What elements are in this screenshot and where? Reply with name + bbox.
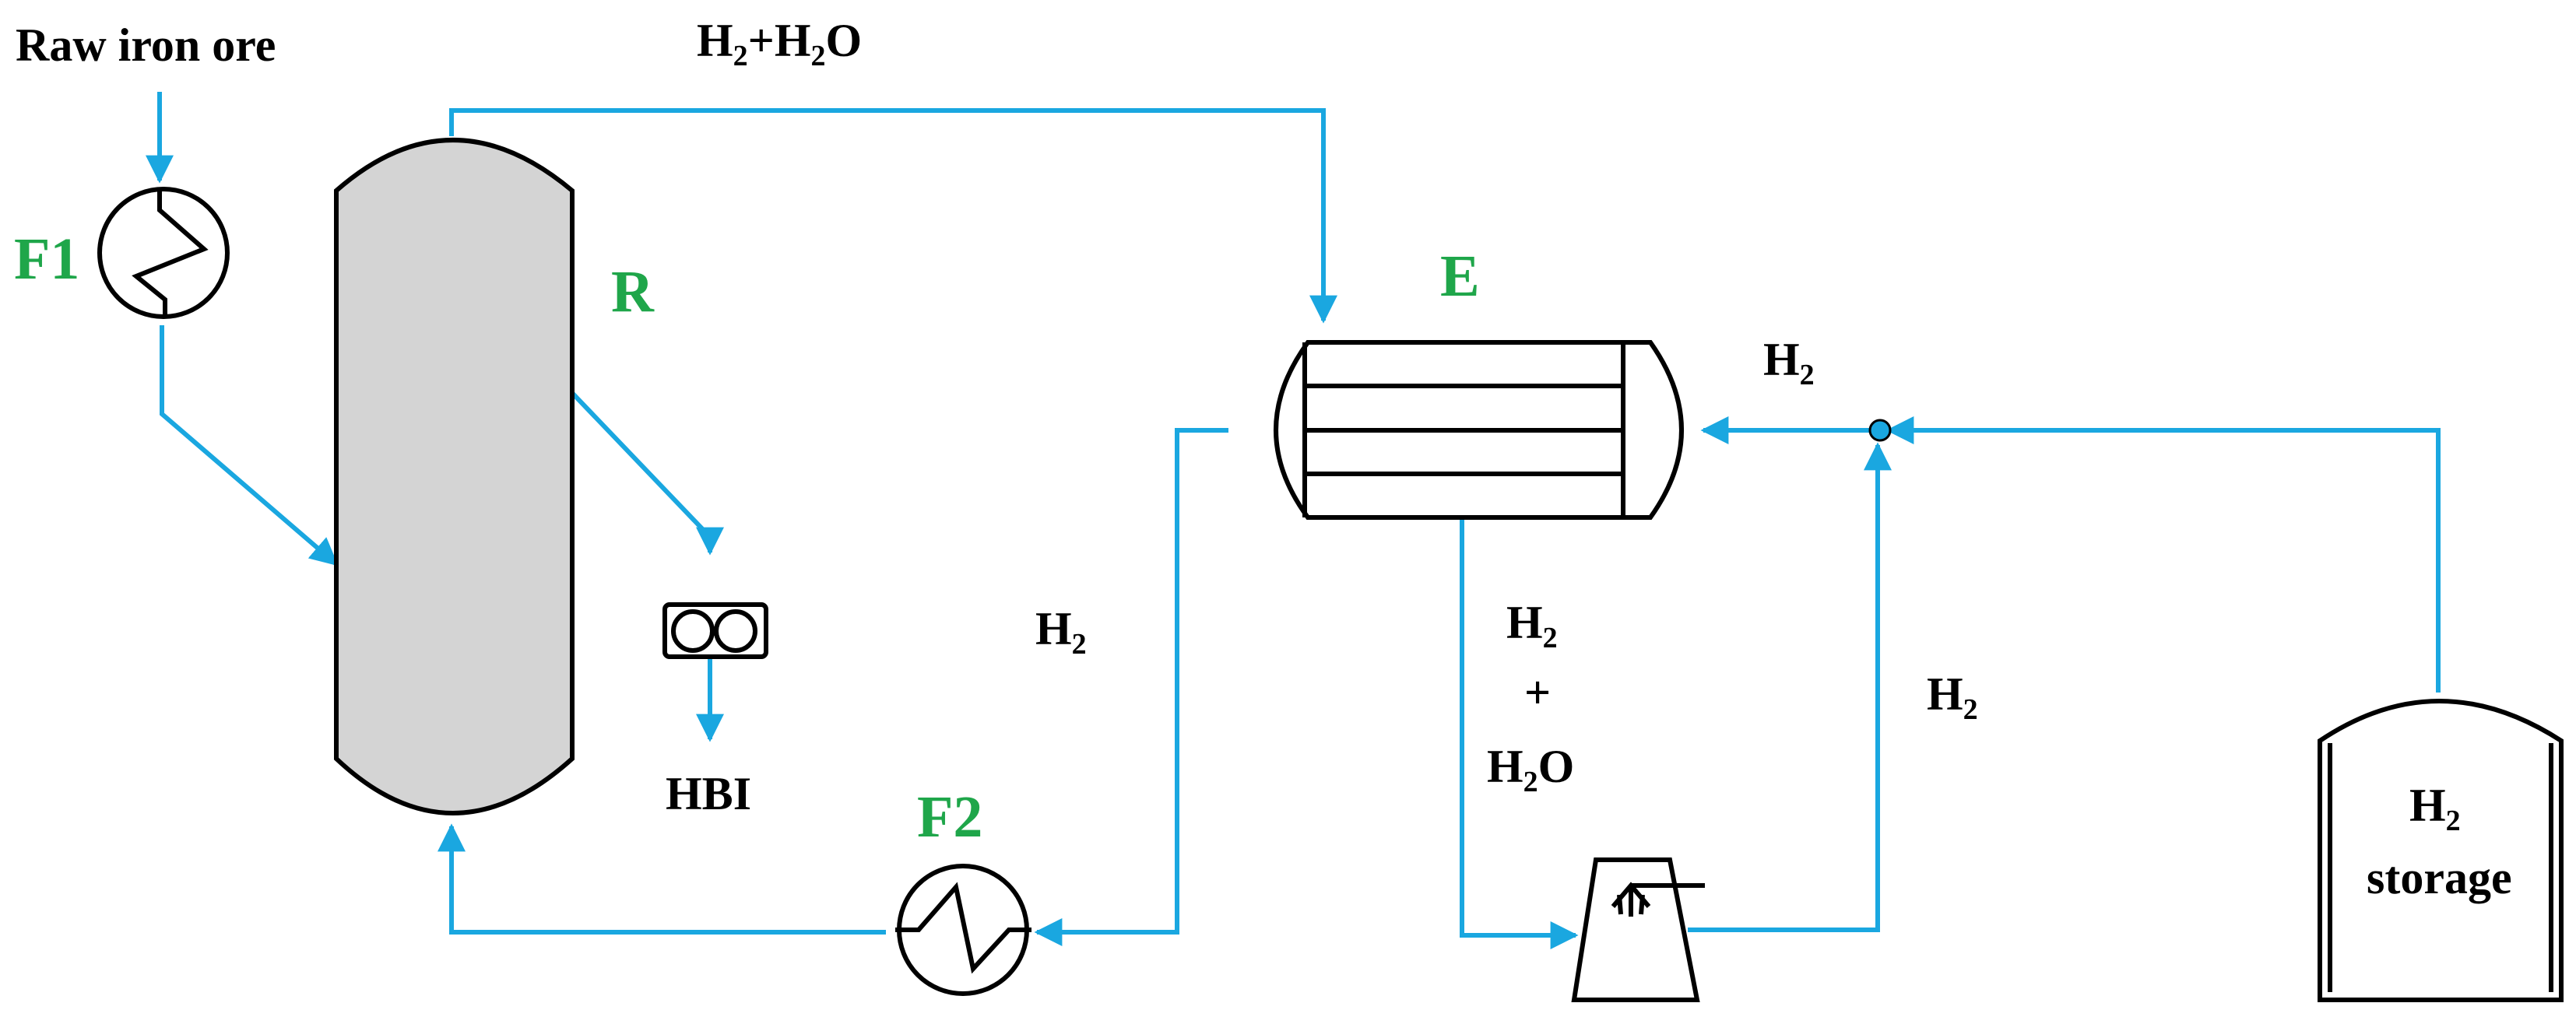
svg-text:H2: H2 [2409, 780, 2461, 837]
reactor-r [334, 138, 575, 815]
label-h2-to-exchanger: H2 [1763, 334, 1815, 391]
furnace-f2 [895, 864, 1031, 996]
flow-reactor-to-exchanger [449, 108, 1337, 324]
label-h2-plus-h2o: H2 + H2O [1487, 597, 1574, 798]
svg-text:H2: H2 [1506, 597, 1558, 654]
tag-f1: F1 [14, 226, 79, 292]
label-h2-recycle-left: H2 [1035, 603, 1087, 661]
flow-lines [146, 92, 2441, 949]
svg-text:storage: storage [2367, 852, 2512, 903]
flow-exchanger-to-f2 [1034, 428, 1228, 946]
tag-f2: F2 [917, 784, 982, 850]
flow-storage-to-junction [1885, 416, 2441, 693]
flow-exchanger-to-compressor [1460, 514, 1579, 949]
flow-compressor-to-junction [1688, 442, 1892, 932]
flow-f2-to-reactor [438, 823, 886, 935]
tag-e: E [1440, 244, 1480, 309]
flow-f1-to-reactor [160, 325, 339, 566]
flow-reactor-to-press [570, 391, 724, 556]
tag-r: R [611, 259, 655, 324]
briquetting-press [662, 602, 768, 659]
svg-text:H2O: H2O [1487, 741, 1574, 798]
label-raw-iron-ore: Raw iron ore [16, 19, 276, 71]
label-h2-storage: H2 storage [2367, 780, 2512, 903]
label-h2-h2o-top: H2+H2O [697, 15, 862, 72]
h2-storage-tank [2318, 699, 2564, 1002]
exchanger-e [1274, 340, 1684, 520]
label-hbi: HBI [666, 768, 751, 819]
label-h2-compressor-out: H2 [1927, 668, 1978, 726]
furnace-f1 [97, 187, 230, 319]
mixing-junction [1868, 419, 1892, 442]
svg-text:+: + [1524, 667, 1551, 718]
compressor [1571, 857, 1705, 1002]
